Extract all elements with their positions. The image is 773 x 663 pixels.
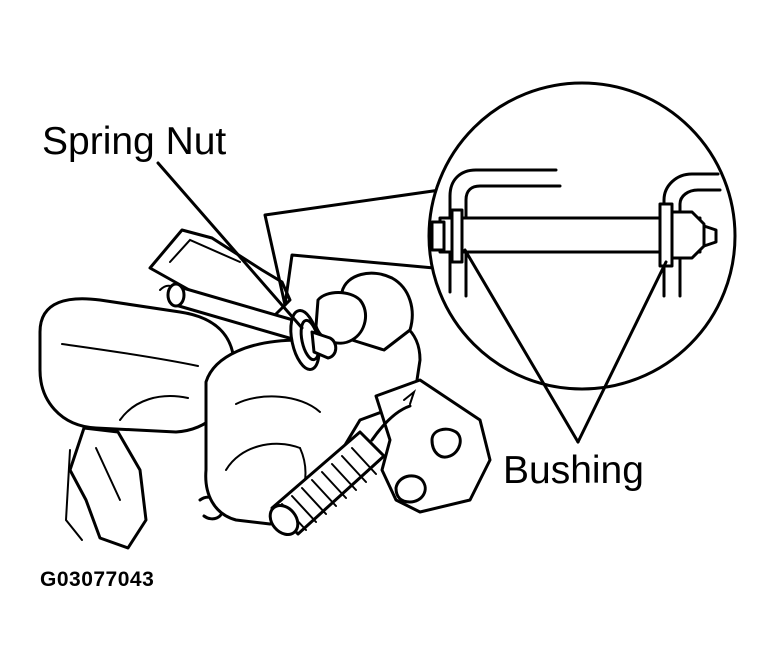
figure-code: G03077043: [40, 568, 155, 591]
spring-nut-leader: [156, 161, 304, 330]
bushing-leader-left: [463, 248, 580, 444]
bushing-leader-right: [576, 260, 668, 444]
brake-assembly-drawing: [38, 228, 492, 550]
callout-wedge: [263, 188, 442, 307]
zoom-detail-circle: [427, 81, 737, 391]
spring-nut-label: Spring Nut: [42, 120, 227, 163]
bushing-label: Bushing: [503, 449, 644, 492]
